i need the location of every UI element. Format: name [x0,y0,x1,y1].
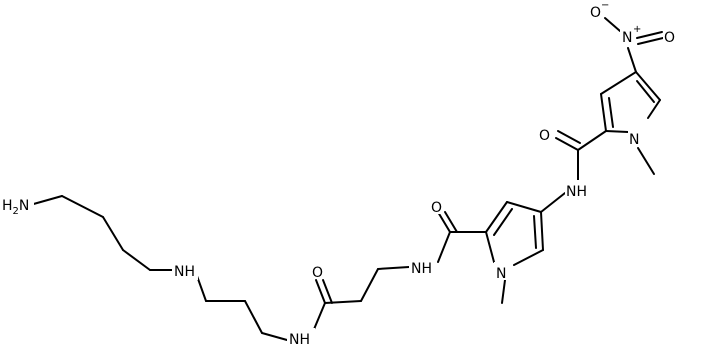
atom-pyrrole-n-2: N [629,132,639,148]
atom-amide-o-2: O [431,200,442,216]
atom-nitro-o-double: O [664,30,675,46]
atom-amide-nh-1: NH [289,332,310,346]
atom-amine-n: H2N [2,198,29,217]
atom-pyrrole-n-1: N [496,266,506,282]
nitro-plus-charge: + [633,24,641,35]
atom-nitro-n: N [622,30,632,46]
atom-nitro-o-minus: O [590,5,601,21]
atom-amide-o-1: O [312,265,323,281]
atom-secondary-amine: NH [174,264,195,280]
atom-amide-o-3: O [539,128,550,144]
atom-label-layer: H2N NH NH O NH O N NH O N N + O − O [2,0,676,346]
bond-layer [29,17,664,341]
atom-amide-nh-2: NH [411,261,432,277]
nitro-minus-charge: − [601,0,609,11]
atom-amide-nh-3: NH [566,184,587,200]
